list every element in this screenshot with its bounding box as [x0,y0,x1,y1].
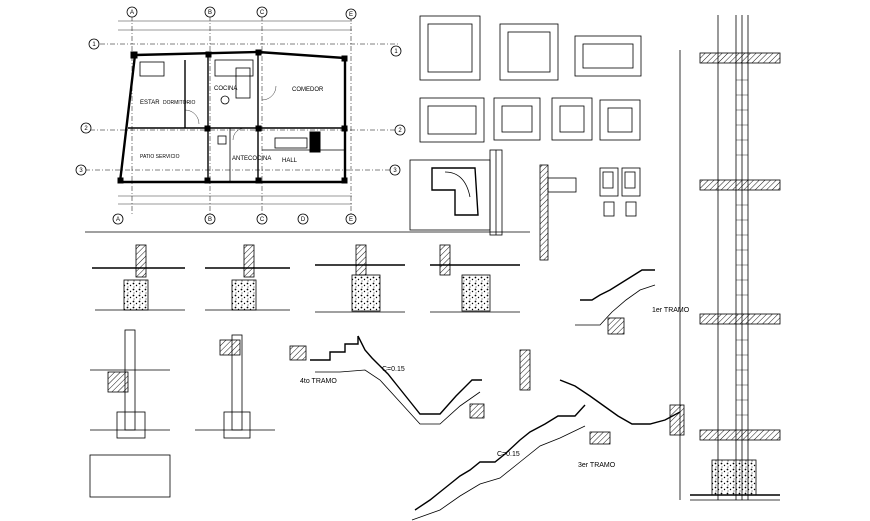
axis-bubble-3-right: 3 [389,164,401,176]
stair-4to-tramo: 4to TRAMO C=0.15 [300,335,531,425]
axis-bubble-1-left: 1 [88,38,100,50]
column-section-details [419,15,642,143]
corner-details [409,149,641,261]
wall-elevation [679,15,781,501]
axis-bubble-b-bottom: B [204,213,216,225]
svg-text:B: B [208,10,212,16]
svg-text:E: E [349,12,353,18]
axis-bubble-1-right: 1 [390,45,402,57]
axis-bubble-c-top: C [256,6,268,18]
axis-bubble-a-bottom: A [112,213,124,225]
axis-bubble-3-left: 3 [75,164,87,176]
floor-plan: A B C E A B C D E 1 2 3 1 2 3 ESTAR DORM… [75,6,406,225]
room-label-dormitorio: DORMITORIO [163,100,196,106]
room-label-cocina: COCINA [214,86,237,92]
svg-text:C: C [260,10,265,16]
axis-bubble-2-left: 2 [80,122,92,134]
tramo-label-3er: 3er TRAMO [578,462,616,469]
svg-text:C: C [260,217,265,223]
svg-text:2: 2 [84,126,88,132]
stair-1er-tramo: 1er TRAMO [575,269,690,335]
room-label-estar: ESTAR [140,100,160,106]
axis-bubble-2-right: 2 [394,124,406,136]
svg-text:2: 2 [398,128,402,134]
wall-sections [89,329,307,498]
stair-3er-tramo: 3er TRAMO C=0.15 [411,379,685,521]
svg-text:A: A [116,217,120,223]
axis-bubble-d-bottom: D [297,213,309,225]
svg-text:1: 1 [92,42,96,48]
axis-bubble-a-top: A [126,6,138,18]
axis-bubble-e-top: E [345,8,357,20]
axis-bubble-b-top: B [204,6,216,18]
svg-text:3: 3 [393,168,397,174]
foundation-details [85,231,530,313]
svg-text:E: E [349,217,353,223]
step-label-a: C=0.15 [382,366,405,373]
axis-bubble-e-bottom: E [345,213,357,225]
svg-text:D: D [301,217,306,223]
room-label-comedor: COMEDOR [292,87,324,93]
tramo-label-1er: 1er TRAMO [652,307,690,314]
svg-text:3: 3 [79,168,83,174]
svg-text:B: B [208,217,212,223]
svg-text:A: A [130,10,134,16]
step-label-b: C=0.15 [497,451,520,458]
axis-bubble-c-bottom: C [256,213,268,225]
svg-text:1: 1 [394,49,398,55]
room-label-patio: PATIO SERVICIO [140,154,180,160]
tramo-label-4to: 4to TRAMO [300,378,337,385]
room-label-hall: HALL [282,158,298,164]
room-label-antecocina: ANTECOCINA [232,156,271,162]
